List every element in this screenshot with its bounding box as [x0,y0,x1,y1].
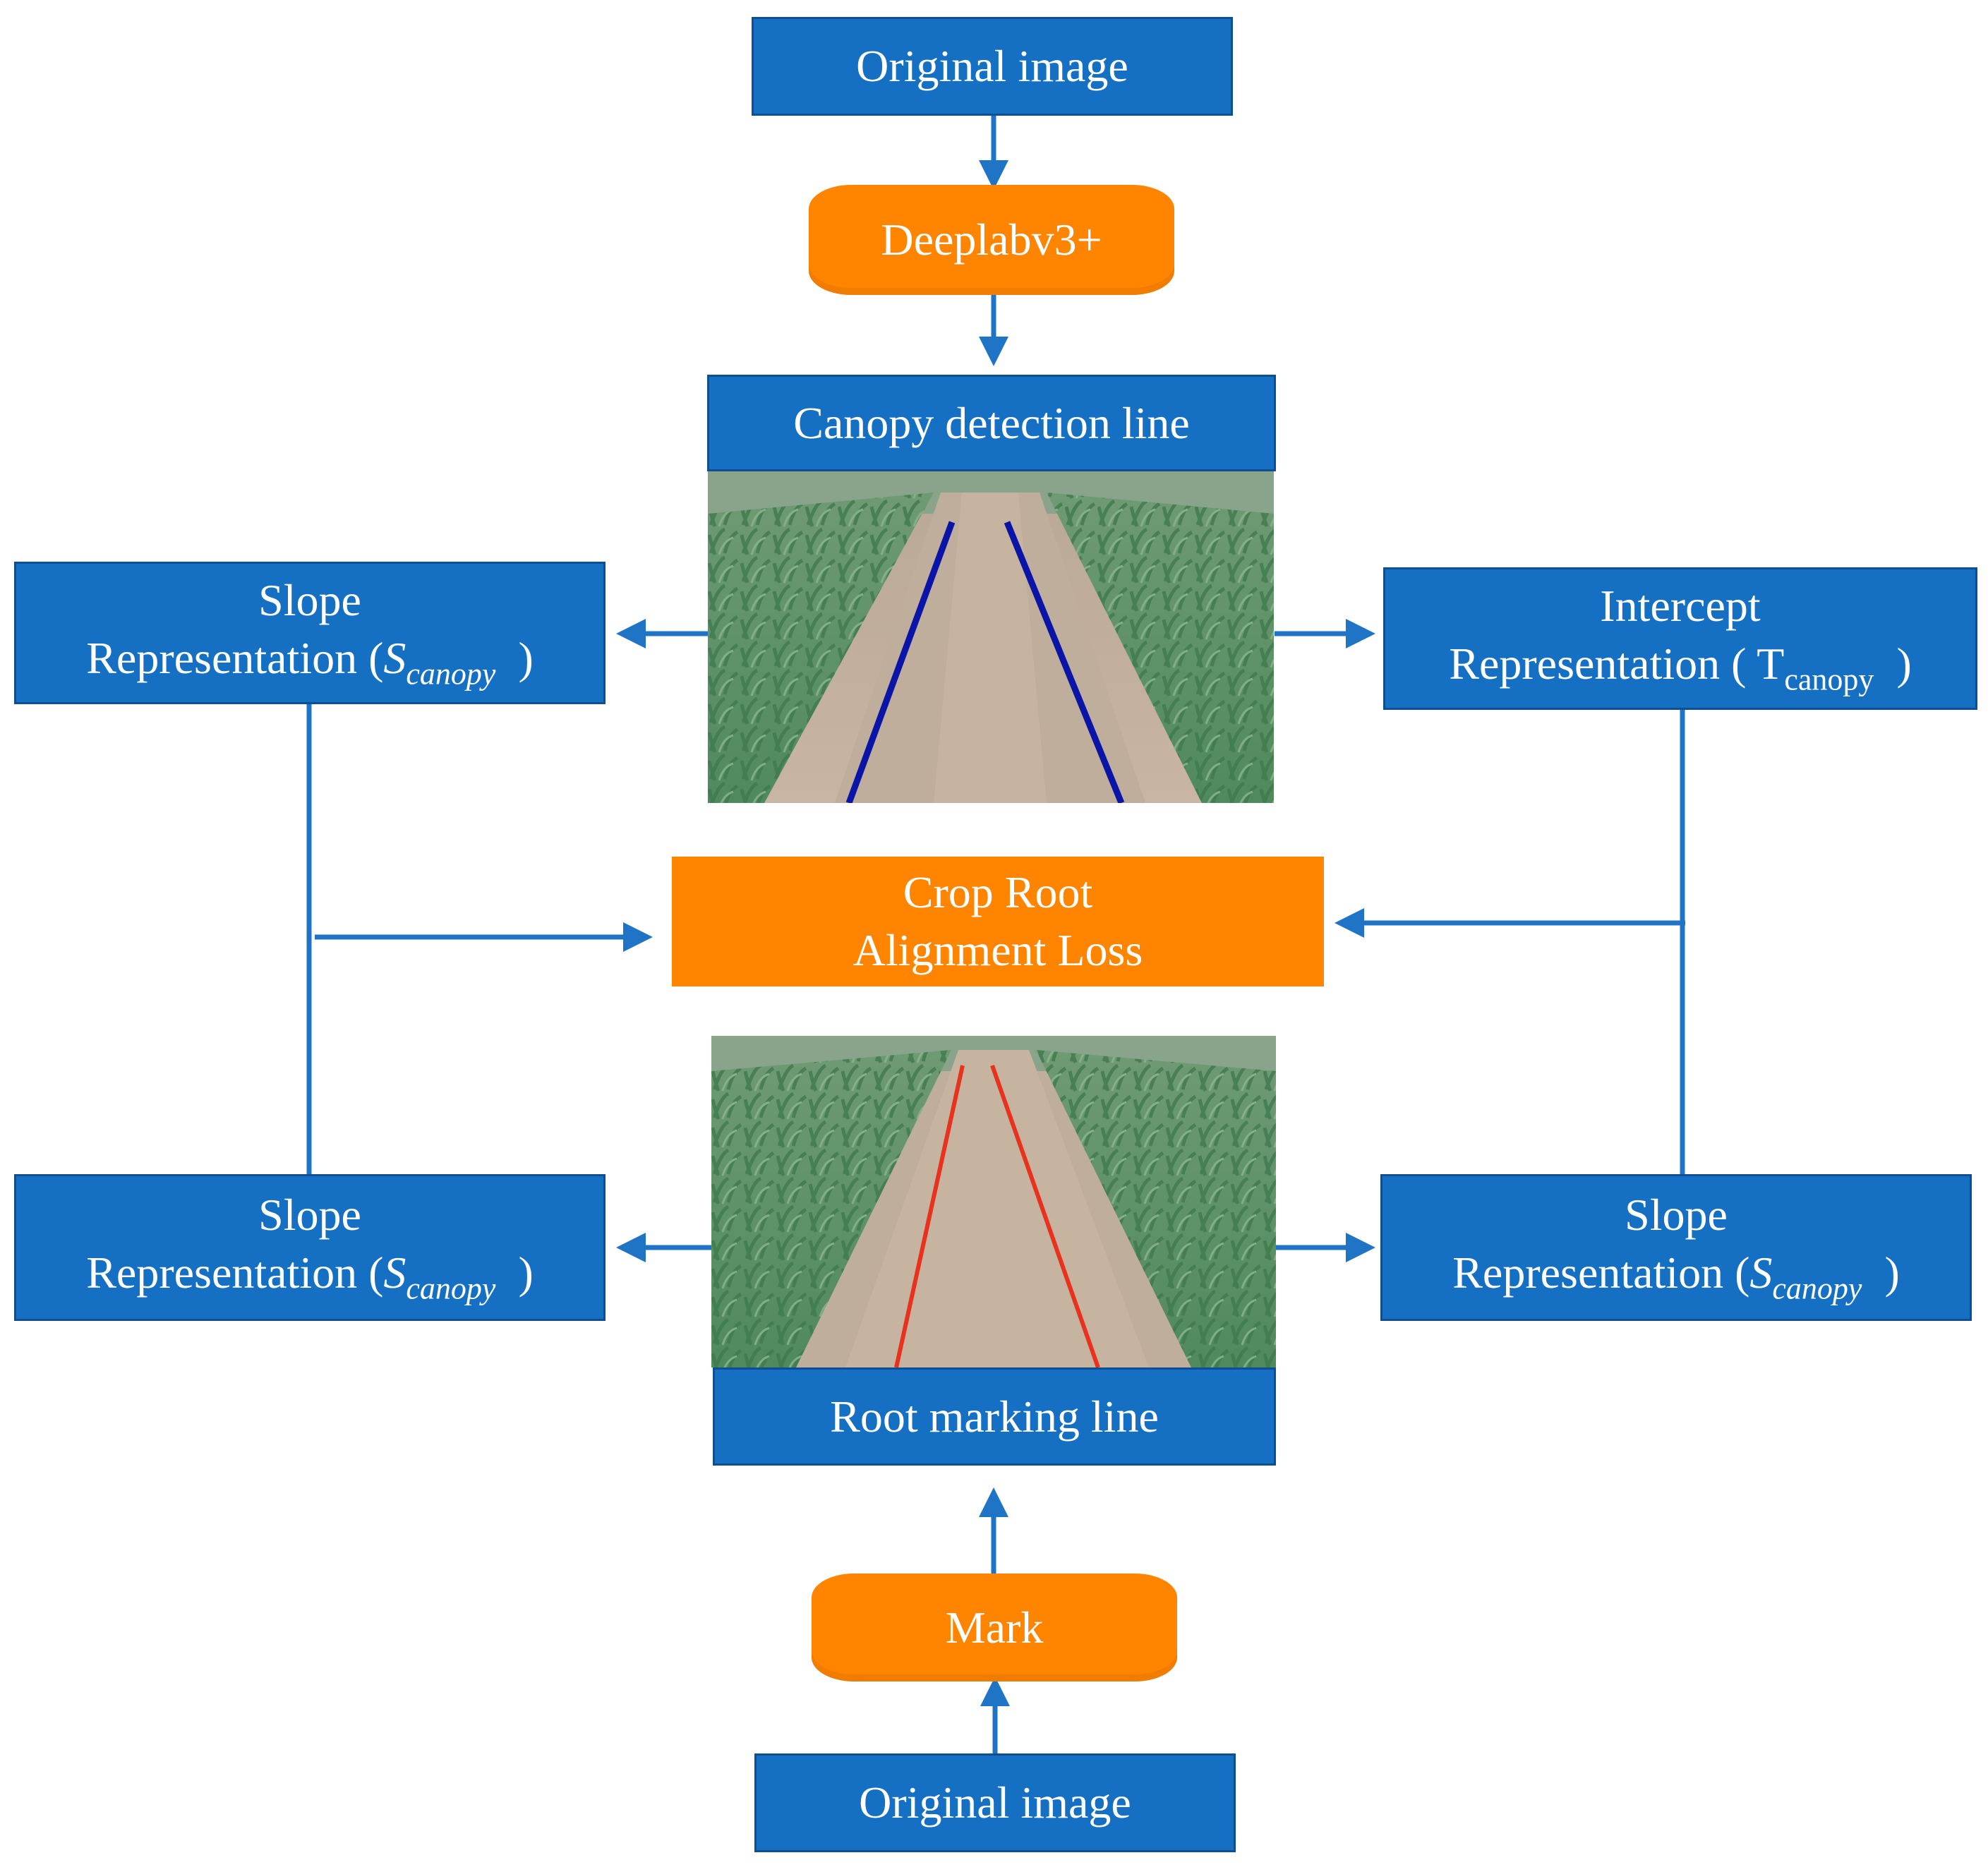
original-image-label-top: Original image [856,41,1128,92]
slope-label-top-left: Slope [258,575,361,626]
deeplab-node: Deeplabv3+ [809,185,1174,295]
slope-formula-bottom-right: Representation (Scanopy ) [1452,1248,1900,1306]
intercept-label-right: Intercept [1600,581,1761,632]
slope-representation-box-bottom-right: Slope Representation (Scanopy ) [1380,1174,1972,1321]
original-image-box-top: Original image [752,17,1233,116]
intercept-formula-right: Representation ( Tcanopy ) [1449,639,1912,697]
root-line-right [990,1065,1100,1367]
slope-label-bottom-right: Slope [1625,1190,1728,1240]
canopy-detection-label: Canopy detection line [793,397,1190,448]
canopy-field-image [708,471,1274,803]
crop-root-alignment-loss-box: Crop Root Alignment Loss [672,857,1324,986]
loss-label-line2: Alignment Loss [853,925,1143,975]
slope-formula-top-left: Representation (Scanopy ) [86,633,534,692]
intercept-representation-box-right: Intercept Representation ( Tcanopy ) [1383,567,1977,710]
canopy-line-right [1004,521,1125,803]
mark-node: Mark [812,1574,1177,1681]
root-marking-box: Root marking line [713,1367,1276,1466]
canopy-detection-box: Canopy detection line [707,375,1276,471]
deeplab-label: Deeplabv3+ [881,215,1102,265]
original-image-label-bottom: Original image [859,1777,1131,1828]
original-image-box-bottom: Original image [754,1753,1236,1852]
root-marking-label: Root marking line [830,1391,1159,1442]
slope-formula-bottom-left: Representation (Scanopy ) [86,1248,534,1306]
root-line-left [894,1065,965,1367]
slope-representation-box-bottom-left: Slope Representation (Scanopy ) [14,1174,606,1321]
loss-label-line1: Crop Root [903,867,1093,918]
root-field-image [711,1036,1276,1367]
slope-representation-box-top-left: Slope Representation (Scanopy ) [14,562,606,704]
canopy-line-left [845,521,956,803]
mark-label: Mark [945,1602,1044,1653]
slope-label-bottom-left: Slope [258,1190,361,1240]
